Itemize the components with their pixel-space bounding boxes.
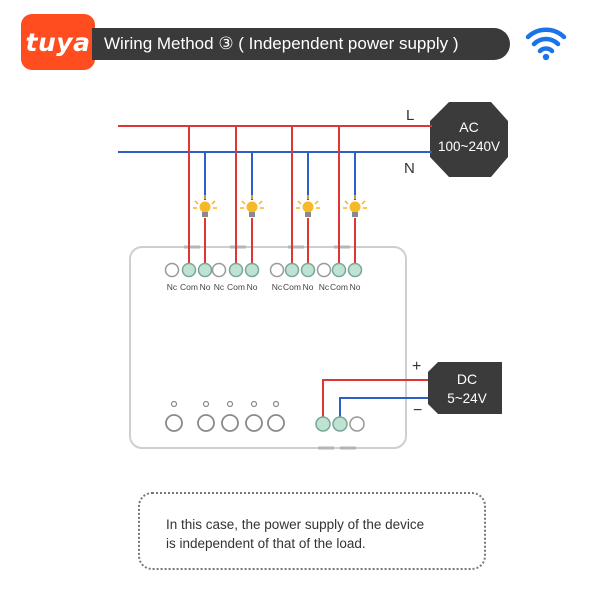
dc-terminal: [349, 416, 365, 432]
terminal-com: [284, 262, 300, 278]
module-button[interactable]: [267, 414, 285, 432]
terminal-label: Nc: [272, 282, 283, 292]
module-button[interactable]: [245, 414, 263, 432]
terminal-nc: [211, 262, 227, 278]
load-bulbs: [193, 195, 367, 217]
terminal-nc: [164, 262, 180, 278]
terminal-com: [331, 262, 347, 278]
dc-source: [428, 362, 502, 414]
terminal-com: [228, 262, 244, 278]
dc-negative-wire: [339, 397, 438, 424]
terminal-no: [244, 262, 260, 278]
ac-range: 100~240V: [438, 139, 500, 154]
dc-range: 5~24V: [447, 391, 486, 406]
wifi-icon: [525, 27, 567, 61]
terminal-com: [181, 262, 197, 278]
dc-terminal: [332, 416, 348, 432]
note-line-2: is independent of that of the load.: [166, 536, 366, 551]
terminal-label: Nc: [319, 282, 330, 292]
terminal-label: Com: [283, 282, 301, 292]
terminal-label: Com: [330, 282, 348, 292]
dc-positive-wire: [322, 379, 438, 424]
terminal-no: [300, 262, 316, 278]
dc-label: DC: [457, 371, 477, 387]
bulb-icon: [193, 195, 217, 217]
terminal-no: [197, 262, 213, 278]
note-line-1: In this case, the power supply of the de…: [166, 517, 425, 532]
terminal-label: Com: [180, 282, 198, 292]
terminal-label: No: [247, 282, 258, 292]
neutral-drops: [204, 152, 356, 200]
module-button[interactable]: [197, 414, 215, 432]
terminal-label: No: [200, 282, 211, 292]
terminal-label: Com: [227, 282, 245, 292]
info-note: In this case, the power supply of the de…: [138, 492, 486, 570]
terminal-label: No: [350, 282, 361, 292]
bulb-icon: [343, 195, 367, 217]
ac-source: [430, 102, 508, 177]
tuya-logo: tuya: [21, 14, 95, 70]
dc-minus-label: −: [413, 402, 422, 419]
terminal-label: Nc: [167, 282, 178, 292]
load-wires: [204, 218, 356, 270]
live-label: L: [406, 107, 414, 124]
terminal-nc: [316, 262, 332, 278]
terminal-label: No: [303, 282, 314, 292]
page-title: Wiring Method ③ ( Independent power supp…: [104, 34, 459, 53]
module-button[interactable]: [221, 414, 239, 432]
status-leds: [170, 400, 280, 408]
module-button[interactable]: [165, 414, 183, 432]
terminal-no: [347, 262, 363, 278]
ac-label: AC: [459, 119, 478, 135]
live-drops: [188, 126, 340, 270]
title-bar: Wiring Method ③ ( Independent power supp…: [92, 28, 510, 60]
bulb-icon: [240, 195, 264, 217]
dc-plus-label: +: [412, 358, 421, 375]
terminal-nc: [269, 262, 285, 278]
terminal-label: Nc: [214, 282, 225, 292]
relay-module: [129, 246, 407, 449]
logo-text: tuya: [25, 27, 91, 57]
dc-terminal: [315, 416, 331, 432]
bulb-icon: [296, 195, 320, 217]
neutral-label: N: [404, 160, 415, 177]
